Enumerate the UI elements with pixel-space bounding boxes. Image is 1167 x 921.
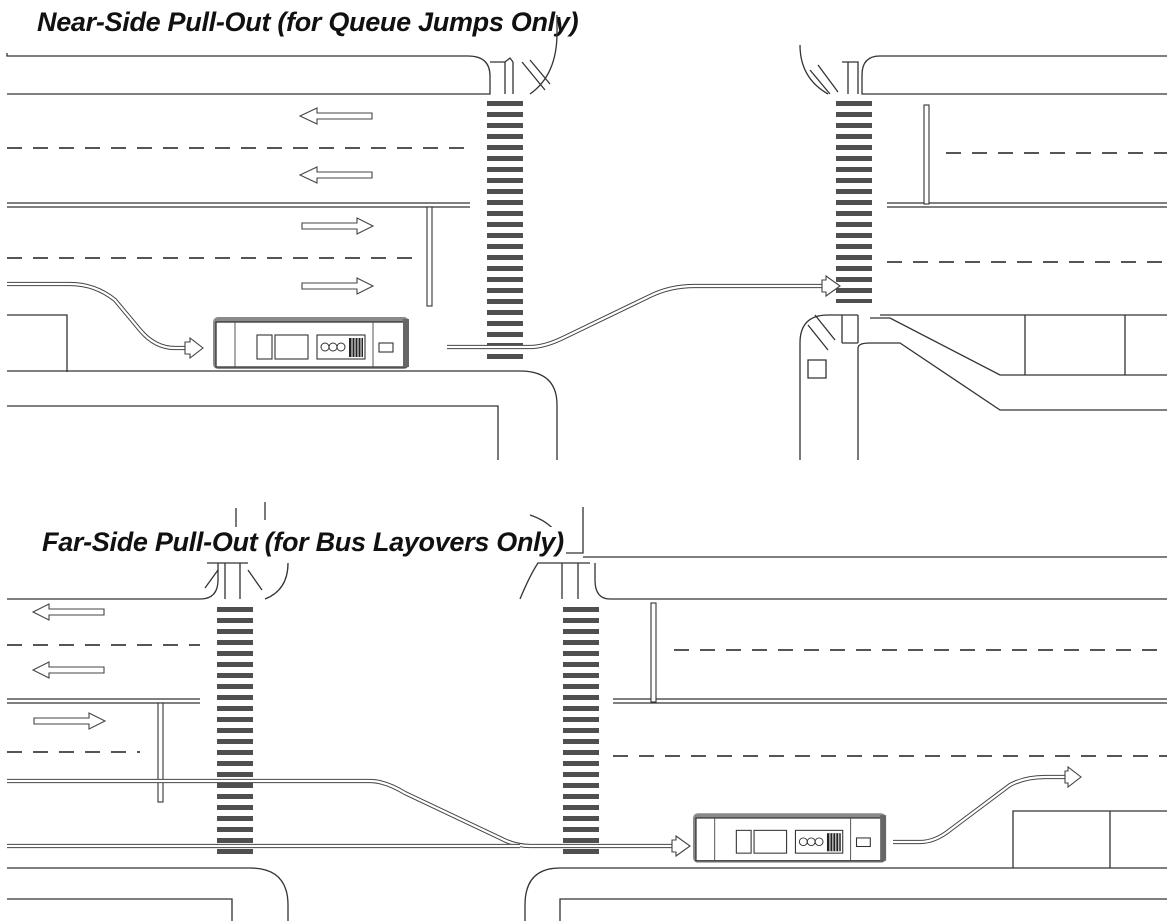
near-side-intersection [6, 15, 1167, 460]
far-side-pull-out-title: Far-Side Pull-Out (for Bus Layovers Only… [40, 527, 566, 558]
eastbound-arrow-icon [33, 712, 107, 730]
eastbound-arrow-icon [301, 277, 375, 295]
bus-icon [692, 812, 887, 864]
westbound-arrow-icon [31, 661, 105, 679]
bus-icon [212, 316, 410, 370]
eastbound-arrow-icon [301, 217, 375, 235]
westbound-arrow-icon [298, 166, 373, 184]
far-side-intersection [7, 502, 1167, 921]
westbound-arrow-icon [31, 603, 105, 621]
near-side-pull-out-title: Near-Side Pull-Out (for Queue Jumps Only… [37, 7, 579, 37]
westbound-arrow-icon [298, 107, 373, 125]
